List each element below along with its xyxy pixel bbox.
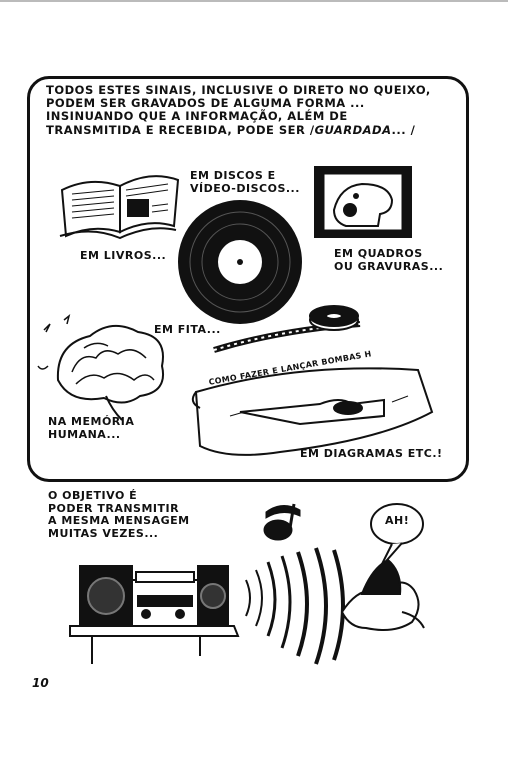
label-discos: EM DISCOS E VÍDEO-DISCOS... bbox=[190, 169, 300, 195]
diagram-banner-icon bbox=[191, 367, 434, 456]
label-livros: EM LIVROS... bbox=[80, 249, 167, 262]
intro-line-4-prefix: TRANSMITIDA E RECEBIDA, PODE SER / bbox=[46, 122, 315, 137]
framed-picture-icon bbox=[314, 166, 412, 238]
top-rule bbox=[0, 0, 508, 2]
music-note-icon bbox=[263, 503, 301, 541]
brain-icon bbox=[56, 325, 164, 421]
label-memoria-line-2: HUMANA... bbox=[48, 427, 121, 441]
stereo-system-icon bbox=[69, 565, 240, 664]
label-diagramas: EM DIAGRAMAS ETC.! bbox=[300, 447, 443, 460]
label-memoria: NA MEMÓRIA HUMANA... bbox=[48, 415, 135, 441]
intro-line-3: INSINUANDO QUE A INFORMAÇÃO, ALÉM DE bbox=[46, 109, 348, 124]
label-memoria-line-1: NA MEMÓRIA bbox=[48, 415, 135, 428]
listener-figure-icon bbox=[340, 558, 425, 631]
intro-line-2: PODEM SER GRAVADOS DE ALGUMA FORMA ... bbox=[46, 96, 365, 111]
label-fita: EM FITA... bbox=[154, 323, 221, 336]
tape-reel-icon bbox=[213, 305, 361, 353]
intro-emphasis-guardada: GUARDADA bbox=[314, 122, 392, 137]
bottom-line-2: PODER TRANSMITIR bbox=[48, 501, 180, 515]
intro-line-4-suffix: ... / bbox=[391, 122, 416, 137]
speech-bubble-text: AH! bbox=[385, 514, 410, 527]
label-quadros: EM QUADROS OU GRAVURAS... bbox=[334, 247, 444, 273]
bottom-line-1: O OBJETIVO É bbox=[48, 489, 138, 502]
thought-marks-icon bbox=[37, 314, 71, 370]
label-discos-line-2: VÍDEO-DISCOS... bbox=[190, 181, 300, 195]
bottom-line-3: A MESMA MENSAGEM bbox=[48, 514, 190, 528]
bottom-caption: O OBJETIVO É PODER TRANSMITIR A MESMA ME… bbox=[48, 489, 190, 541]
intro-line-1: TODOS ESTES SINAIS, INCLUSIVE O DIRETO N… bbox=[46, 83, 431, 97]
vinyl-disc-icon bbox=[178, 200, 302, 324]
intro-line-4: TRANSMITIDA E RECEBIDA, PODE SER /GUARDA… bbox=[46, 122, 456, 137]
bottom-line-4: MUITAS VEZES... bbox=[48, 526, 159, 540]
panel-intro-caption: TODOS ESTES SINAIS, INCLUSIVE O DIRETO N… bbox=[46, 83, 456, 137]
book-icon bbox=[59, 175, 180, 240]
page-number: 10 bbox=[32, 676, 49, 690]
label-quadros-line-2: OU GRAVURAS... bbox=[334, 259, 444, 273]
label-discos-line-1: EM DISCOS E bbox=[190, 169, 276, 182]
label-quadros-line-1: EM QUADROS bbox=[334, 247, 423, 260]
comic-panel bbox=[27, 76, 469, 482]
sound-waves-icon bbox=[245, 547, 345, 665]
